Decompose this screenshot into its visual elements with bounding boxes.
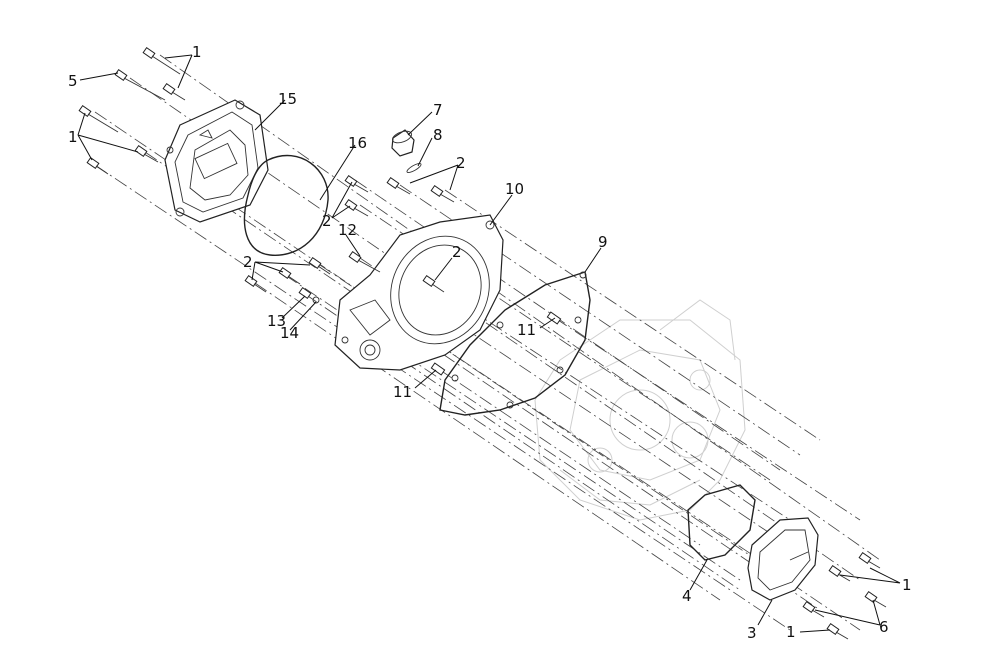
part-8-o-ring xyxy=(406,163,422,173)
callout-2-mid-left: 2 xyxy=(322,212,332,230)
callout-2-center: 2 xyxy=(452,243,462,261)
callout-2-upper: 2 xyxy=(456,154,466,172)
callout-labels: 1 5 1 15 7 8 16 2 10 2 12 2 2 9 13 14 11… xyxy=(68,43,912,642)
callout-1-bottom: 1 xyxy=(786,623,796,641)
callout-4: 4 xyxy=(682,587,692,605)
callout-3: 3 xyxy=(747,624,757,642)
callout-8: 8 xyxy=(433,126,443,144)
callout-9: 9 xyxy=(598,233,608,251)
callout-5: 5 xyxy=(68,72,78,90)
part-7-plug xyxy=(391,129,415,157)
part-9-gasket xyxy=(439,271,591,416)
callout-1-right: 1 xyxy=(902,576,912,594)
part-10-clutch-cover xyxy=(334,214,504,371)
callout-11-left: 11 xyxy=(393,383,412,401)
callout-12: 12 xyxy=(338,221,357,239)
leader-lines xyxy=(77,54,901,633)
callout-7: 7 xyxy=(433,101,443,119)
callout-11-right: 11 xyxy=(517,321,536,339)
callout-16: 16 xyxy=(348,134,367,152)
part-4-small-gasket xyxy=(687,484,756,561)
callout-1-left: 1 xyxy=(68,128,78,146)
part-16-o-ring xyxy=(243,154,329,256)
engine-block-ghost xyxy=(534,299,746,521)
callout-15: 15 xyxy=(278,90,297,108)
callout-1-top: 1 xyxy=(192,43,202,61)
part-3-ignition-cover xyxy=(747,517,819,601)
callout-14: 14 xyxy=(280,324,299,342)
part-15-outer-cover xyxy=(164,99,269,223)
callout-13: 13 xyxy=(267,312,286,330)
callout-2-lower-left: 2 xyxy=(243,253,253,271)
callout-6: 6 xyxy=(879,618,889,636)
callout-10: 10 xyxy=(505,180,524,198)
